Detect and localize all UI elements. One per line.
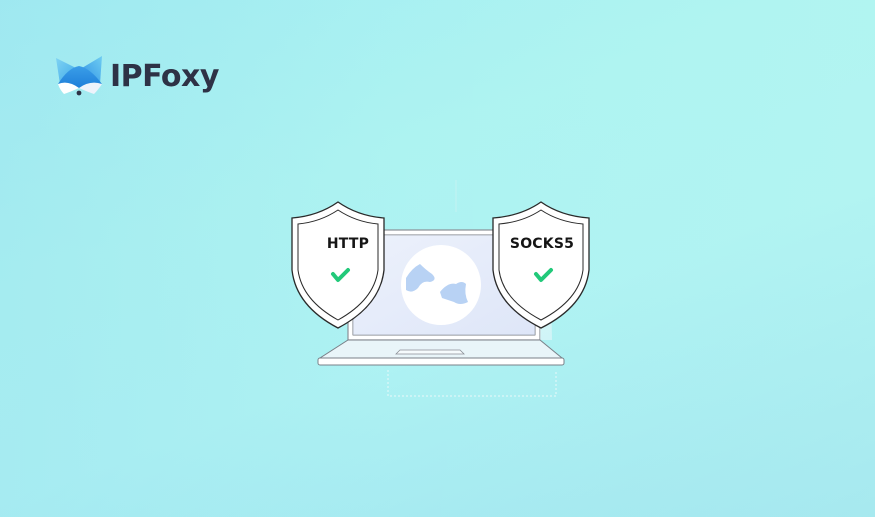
shield-http: [291, 201, 385, 329]
shield-socks5: [492, 201, 590, 329]
laptop-illustration: [291, 180, 590, 397]
proxy-illustration: HTTP SOCKS5: [280, 170, 600, 410]
check-icon: [534, 268, 553, 282]
laptop-base: [317, 339, 565, 366]
brand-name: IPFoxy: [110, 59, 219, 94]
shield-label-socks5: SOCKS5: [509, 236, 575, 252]
check-icon: [331, 268, 350, 282]
globe-icon: [401, 245, 481, 325]
shield-label-http: HTTP: [326, 236, 370, 252]
brand-logo: IPFoxy: [54, 54, 219, 98]
fox-logo-icon: [56, 56, 102, 96]
